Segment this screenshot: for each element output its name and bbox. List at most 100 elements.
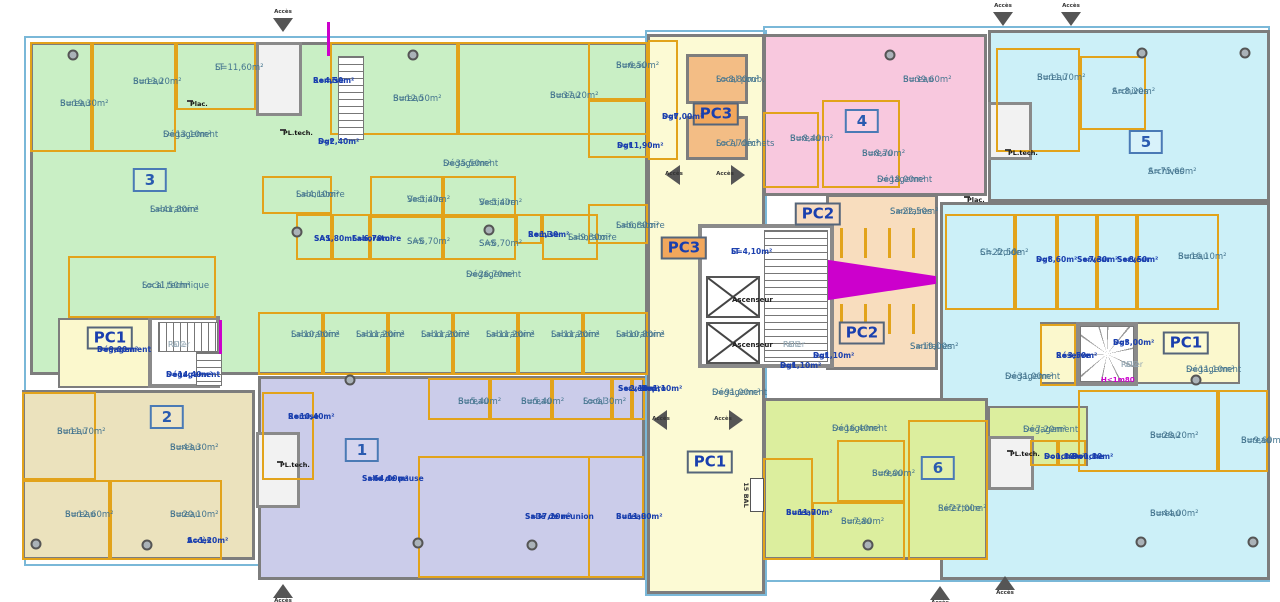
- structural-column: [291, 226, 303, 238]
- elevator: [706, 276, 760, 318]
- height-limit-marker: [219, 320, 222, 354]
- stairs: [764, 230, 828, 362]
- fire-panel-badge: PC1: [86, 326, 134, 350]
- structural-column: [1136, 47, 1148, 59]
- stairs: [338, 56, 364, 140]
- room-partition: [583, 312, 648, 375]
- technical-shaft: [256, 42, 302, 116]
- room-partition: [323, 312, 388, 375]
- structural-column: [30, 538, 42, 550]
- structural-column: [884, 49, 896, 61]
- room-partition: [1078, 390, 1218, 472]
- zone-cyan-top-right: [988, 30, 1270, 202]
- fire-panel-badge: PC1: [1162, 331, 1210, 355]
- structural-column: [407, 49, 419, 61]
- room-partition: [588, 204, 648, 244]
- room-partition: [332, 214, 370, 260]
- room-partition: [370, 176, 443, 216]
- room-partition: [453, 312, 518, 375]
- zone-number-badge: 6: [920, 456, 956, 480]
- room-partition: [812, 502, 905, 560]
- room-label: PL.tech.: [280, 129, 313, 137]
- zone-purple-meeting: [258, 376, 645, 580]
- room-partition: [908, 420, 988, 560]
- structural-column: [1239, 47, 1251, 59]
- structural-column: [344, 374, 356, 386]
- room-partition: [837, 440, 905, 502]
- room-partition: [262, 176, 332, 214]
- room-partition: [330, 42, 458, 135]
- structural-column: [483, 224, 495, 236]
- room-partition: [552, 378, 612, 420]
- room-partition: [30, 42, 92, 152]
- structural-column: [1247, 536, 1259, 548]
- room-partition: [110, 480, 222, 560]
- sanitary-stall-wall: [912, 304, 915, 334]
- room-partition: [588, 42, 648, 100]
- sanitary-stall-wall: [864, 228, 867, 258]
- room-partition: [370, 216, 443, 260]
- room-label: PL.tech.: [1007, 450, 1040, 458]
- structural-column: [526, 539, 538, 551]
- room-partition: [92, 42, 176, 152]
- room-partition: [490, 378, 552, 420]
- room-partition: [763, 112, 819, 188]
- spiral-stairs: [1080, 326, 1134, 382]
- zone-tan-offices: [22, 390, 255, 560]
- room-partition: [1040, 324, 1076, 386]
- structural-column: [1135, 536, 1147, 548]
- height-limit-marker: [327, 22, 330, 56]
- room-partition: [258, 312, 323, 375]
- mailbox-unit: [750, 478, 764, 512]
- room-partition: [822, 100, 900, 188]
- room-partition: [262, 392, 314, 480]
- mailboxes-label: 15 BAL: [742, 482, 750, 508]
- sanitary-stall-wall: [888, 228, 891, 258]
- stairs: [158, 322, 218, 352]
- room-partition: [1015, 214, 1057, 310]
- fire-panel-badge: PC1: [686, 450, 734, 474]
- zone-number-badge: 3: [132, 168, 168, 192]
- room-partition: [1137, 214, 1219, 310]
- room-label: Plac.: [187, 100, 208, 108]
- room-partition: [68, 256, 216, 318]
- structural-column: [141, 539, 153, 551]
- room-label: PL.tech.: [277, 461, 310, 469]
- technical-shaft: [988, 436, 1034, 490]
- elevator: [706, 322, 760, 364]
- room-partition: [588, 456, 644, 578]
- room-partition: [1218, 390, 1268, 472]
- room-partition: [632, 378, 645, 420]
- structural-column: [67, 49, 79, 61]
- zone-number-badge: 2: [149, 405, 185, 429]
- zone-number-badge: 4: [844, 109, 880, 133]
- sanitary-stall-wall: [840, 304, 843, 334]
- room-partition: [612, 378, 632, 420]
- sanitary-stall-wall: [912, 228, 915, 258]
- room-partition: [443, 216, 516, 260]
- room-partition: [176, 42, 256, 110]
- fire-panel-badge: PC2: [838, 321, 886, 345]
- room-partition: [1057, 214, 1097, 310]
- room-partition: [648, 40, 678, 160]
- room-partition: [516, 214, 542, 244]
- room-partition: [1080, 56, 1146, 130]
- fire-panel-badge: PC2: [794, 202, 842, 226]
- room-label: PL.tech.: [1005, 149, 1038, 157]
- room-partition: [1097, 214, 1137, 310]
- sanitary-stall-wall: [840, 228, 843, 258]
- structural-column: [412, 537, 424, 549]
- room-partition: [22, 392, 96, 480]
- sanitary-stall-wall: [864, 304, 867, 334]
- structural-column: [1190, 374, 1202, 386]
- room-partition: [428, 378, 490, 420]
- room-partition: [542, 214, 598, 260]
- room-label: Plac.: [964, 196, 985, 204]
- stairs: [196, 352, 222, 386]
- fire-panel-badge: PC3: [660, 236, 708, 260]
- room-partition: [945, 214, 1015, 310]
- room-partition: [1058, 440, 1086, 466]
- fire-panel-badge: PC3: [692, 102, 740, 126]
- room-partition: [443, 176, 516, 216]
